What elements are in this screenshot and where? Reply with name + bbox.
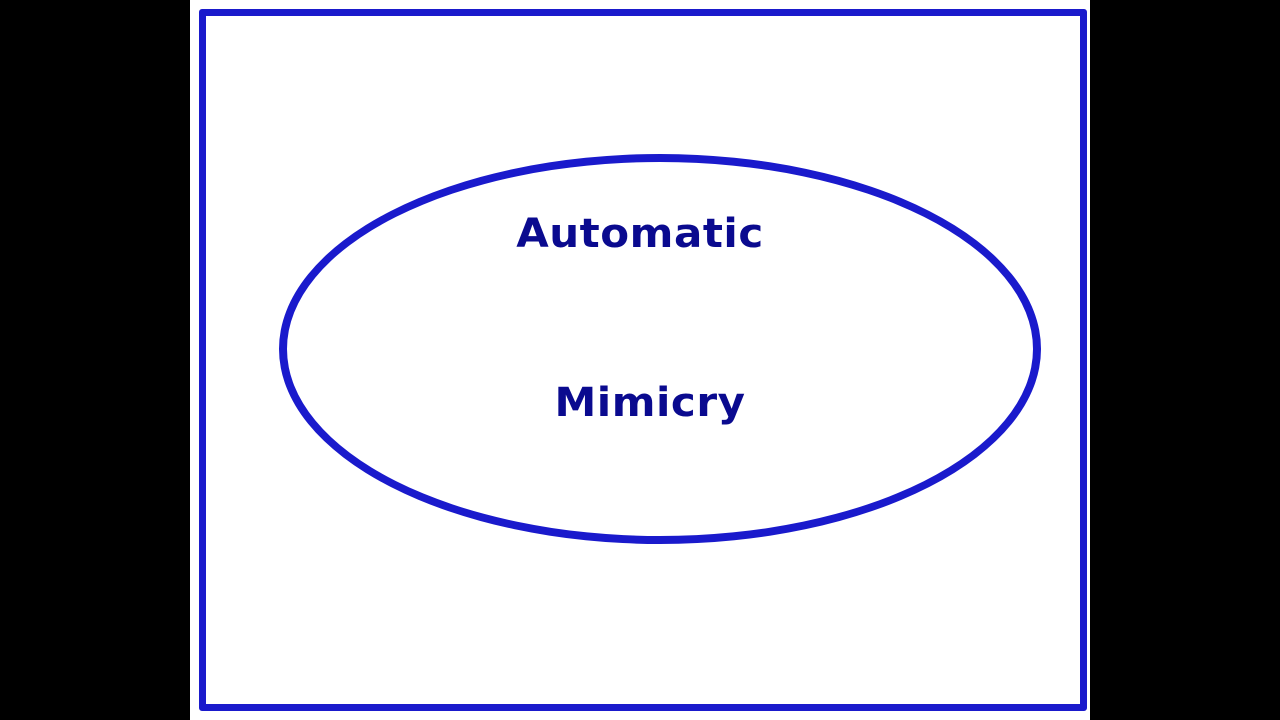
outer-frame: [199, 9, 1087, 711]
ellipse: [279, 154, 1041, 544]
label-mimicry: Mimicry: [554, 380, 746, 426]
slide: Automatic Mimicry: [190, 0, 1090, 720]
label-automatic: Automatic: [516, 211, 764, 257]
